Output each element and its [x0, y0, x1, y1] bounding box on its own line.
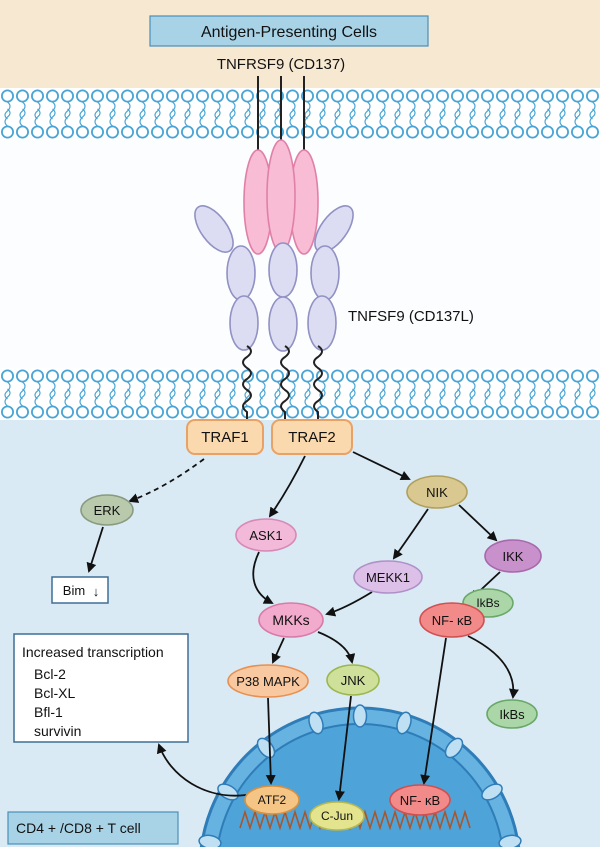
atf2-label: ATF2	[258, 793, 287, 807]
transcription-item: Bcl-2	[34, 666, 66, 682]
bim-label: Bim	[63, 583, 85, 598]
arrow-nik-mekk1	[392, 508, 429, 560]
arrow-traf2-ask1	[268, 455, 306, 518]
p38-mapk-node	[227, 664, 309, 698]
tcell-label: CD4 + /CD8 + T cell	[16, 820, 141, 836]
arrow-nfkb-ikbs-release	[467, 635, 519, 699]
nik-label: NIK	[426, 485, 448, 500]
apc-membrane	[0, 88, 600, 140]
traf1-label: TRAF1	[201, 429, 249, 446]
nuclear-pore	[198, 834, 222, 847]
ligand-oval	[194, 205, 234, 253]
nuclear-pore	[498, 834, 522, 847]
bim-box	[51, 576, 109, 604]
arrow-nucleus-transcription	[156, 743, 247, 797]
ligand-oval	[268, 242, 298, 298]
ligand-cd137l-ovals	[194, 205, 354, 352]
transmembrane-squiggles	[242, 345, 323, 421]
cjun-node	[309, 801, 365, 831]
pathway-arrows	[86, 451, 519, 801]
nfkb-nucleus-node	[389, 784, 451, 816]
ask1-node	[235, 518, 297, 552]
ikbs-free-label: IkBs	[499, 707, 525, 722]
cjun-label: C-Jun	[321, 809, 353, 823]
jnk-node	[326, 664, 380, 696]
ask1-label: ASK1	[249, 528, 282, 543]
nik-node	[406, 475, 468, 509]
mekk1-label: MEKK1	[366, 570, 410, 585]
ligand-oval	[268, 296, 298, 352]
receptor-oval	[266, 139, 296, 253]
ligand-oval	[310, 245, 340, 301]
ikk-node	[484, 539, 542, 573]
jnk-label: JNK	[341, 673, 366, 688]
erk-node	[80, 494, 134, 526]
nuclear-pore	[352, 704, 368, 728]
ligand-label: TNFSF9 (CD137L)	[348, 308, 474, 325]
transcription-item: survivin	[34, 723, 81, 739]
ikbs-complex-label: IkBs	[476, 596, 499, 610]
mkks-node	[258, 602, 324, 638]
nfkb-nucleus-label: NF- κB	[400, 793, 440, 808]
apc-membrane-lipids	[0, 88, 600, 140]
receptor-stalk-lines	[257, 76, 305, 152]
arrow-p38-atf2	[265, 697, 276, 785]
ligand-oval	[226, 245, 256, 301]
transcription-box	[13, 633, 189, 743]
transmembrane-squiggle	[242, 345, 252, 421]
transmembrane-squiggle	[280, 345, 290, 421]
nuclear-pore	[308, 711, 324, 735]
traf2-box	[271, 419, 353, 455]
arrow-mkks-p38	[271, 637, 285, 664]
arrow-erk-bim	[86, 526, 104, 573]
nfkb-complex-label: NF- κB	[432, 613, 472, 628]
mekk1-node	[353, 560, 423, 594]
arrow-nfkb-nucleus	[420, 637, 447, 785]
traf1-box	[186, 419, 264, 455]
mkks-label: MKKs	[272, 612, 309, 628]
tcell-membrane	[0, 368, 600, 420]
transmembrane-squiggle	[313, 345, 323, 421]
ikbs-free-node	[486, 699, 538, 729]
apc-label: Antigen-Presenting Cells	[201, 24, 377, 41]
bim-down-arrow: ↓	[93, 584, 100, 599]
arrow-traf2-nik	[352, 451, 411, 481]
nuclear-pore	[444, 737, 464, 759]
arrow-ask1-mkks	[252, 551, 274, 604]
transcription-title: Increased transcription	[22, 644, 164, 660]
transcription-item: Bcl-XL	[34, 685, 75, 701]
erk-label: ERK	[94, 503, 121, 518]
atf2-node	[244, 785, 300, 815]
p38-mapk-label: P38 MAPK	[236, 674, 300, 689]
transcription-item: Bfl-1	[34, 704, 63, 720]
tcell-label-box	[7, 811, 179, 845]
ikk-label: IKK	[503, 549, 524, 564]
arrow-nik-ikk	[458, 504, 498, 542]
nfkb-complex-node	[419, 602, 485, 638]
nuclear-pore	[396, 711, 412, 735]
apc-label-box	[149, 15, 429, 47]
ligand-oval	[307, 295, 337, 351]
traf2-label: TRAF2	[288, 429, 336, 446]
receptor-cd137-ovals	[243, 139, 319, 255]
receptor-label: TNFRSF9 (CD137)	[217, 56, 345, 73]
arrow-jnk-cjun	[334, 695, 352, 801]
tcell-membrane-lipids	[0, 368, 600, 420]
arrow-mkks-jnk	[317, 631, 356, 664]
ligand-oval	[229, 295, 259, 351]
nuclear-pore	[481, 783, 503, 801]
arrow-mekk1-mkks	[325, 591, 373, 617]
arrow-traf1-erk	[128, 458, 205, 503]
